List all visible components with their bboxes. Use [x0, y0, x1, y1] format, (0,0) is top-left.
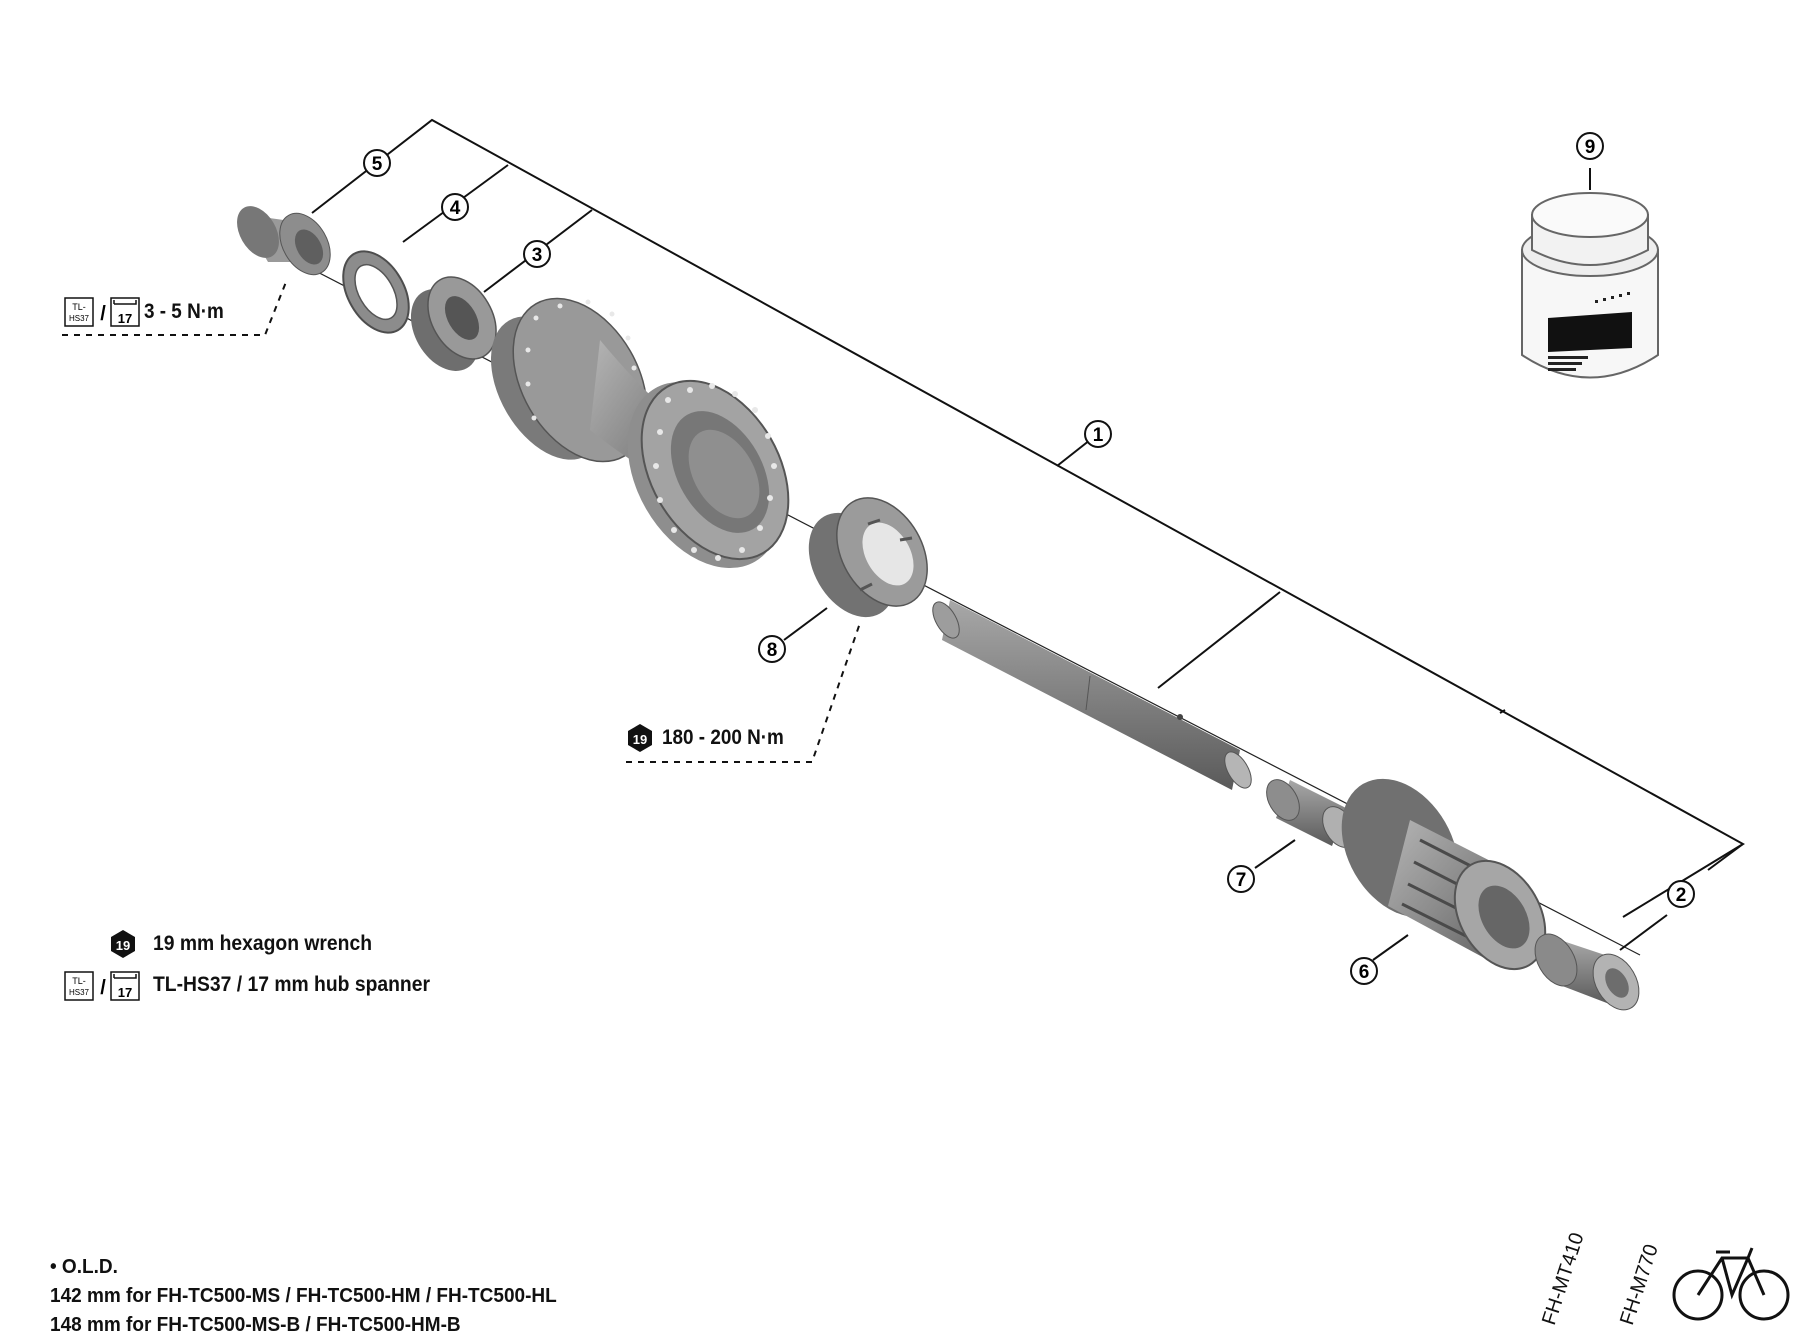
svg-text:/: /: [100, 977, 106, 999]
callout-3: 3: [523, 240, 551, 268]
callout-7: 7: [1227, 865, 1255, 893]
svg-text:17: 17: [118, 311, 132, 326]
hexagon-wrench-icon: 19: [628, 724, 652, 752]
old-line-2: 148 mm for FH-TC500-MS-B / FH-TC500-HM-B: [50, 1314, 461, 1336]
callout-1: 1: [1084, 420, 1112, 448]
svg-text:/: /: [100, 303, 106, 325]
callout-6: 6: [1350, 957, 1378, 985]
part-5-end-cap: [237, 206, 331, 276]
svg-text:TL-: TL-: [72, 976, 86, 986]
hub-body: [491, 297, 790, 569]
svg-text:4: 4: [450, 198, 461, 219]
axle: [932, 600, 1252, 790]
part-4-seal: [342, 250, 410, 334]
callout-8: 8: [758, 635, 786, 663]
svg-text:TL-: TL-: [72, 302, 86, 312]
old-line-1: 142 mm for FH-TC500-MS / FH-TC500-HM / F…: [50, 1285, 557, 1307]
part-3-bearing: [410, 276, 497, 371]
part-9-grease-can: [1521, 192, 1659, 379]
svg-text:8: 8: [767, 640, 778, 661]
old-heading: • O.L.D.: [50, 1256, 118, 1278]
legend-hexagon-wrench-icon: 19: [111, 930, 135, 958]
svg-text:7: 7: [1236, 870, 1247, 891]
svg-text:5: 5: [372, 154, 383, 175]
svg-text:19: 19: [633, 732, 647, 747]
svg-text:9: 9: [1585, 137, 1596, 158]
callout-5: 5: [363, 149, 391, 177]
torque-value-lockring: 3 - 5 N·m: [144, 300, 224, 323]
svg-text:19: 19: [116, 938, 130, 953]
legend-hub-spanner-icon: TL- HS37 / 17: [64, 971, 140, 1001]
part-8-lock-ring: [808, 497, 928, 618]
part-2-end-cap: [1534, 933, 1640, 1011]
dashed-leaders: [62, 281, 861, 763]
svg-text:3: 3: [532, 245, 543, 266]
legend-hub-spanner: TL-HS37 / 17 mm hub spanner: [153, 973, 430, 996]
svg-text:HS37: HS37: [69, 314, 90, 323]
callout-4: 4: [441, 193, 469, 221]
svg-text:6: 6: [1359, 962, 1370, 983]
legend-hex-wrench: 19 mm hexagon wrench: [153, 932, 373, 955]
svg-text:HS37: HS37: [69, 988, 90, 997]
bicycle-icon: [1672, 1247, 1790, 1321]
svg-text:2: 2: [1676, 885, 1687, 906]
part-6-freehub-body: [1341, 778, 1547, 971]
svg-text:17: 17: [118, 985, 132, 1000]
torque-value-axle: 180 - 200 N·m: [662, 726, 784, 749]
svg-text:1: 1: [1093, 425, 1104, 446]
callout-9: 9: [1576, 132, 1604, 160]
callout-2: 2: [1667, 880, 1695, 908]
hub-spanner-icon: TL- HS37 / 17: [64, 297, 140, 327]
